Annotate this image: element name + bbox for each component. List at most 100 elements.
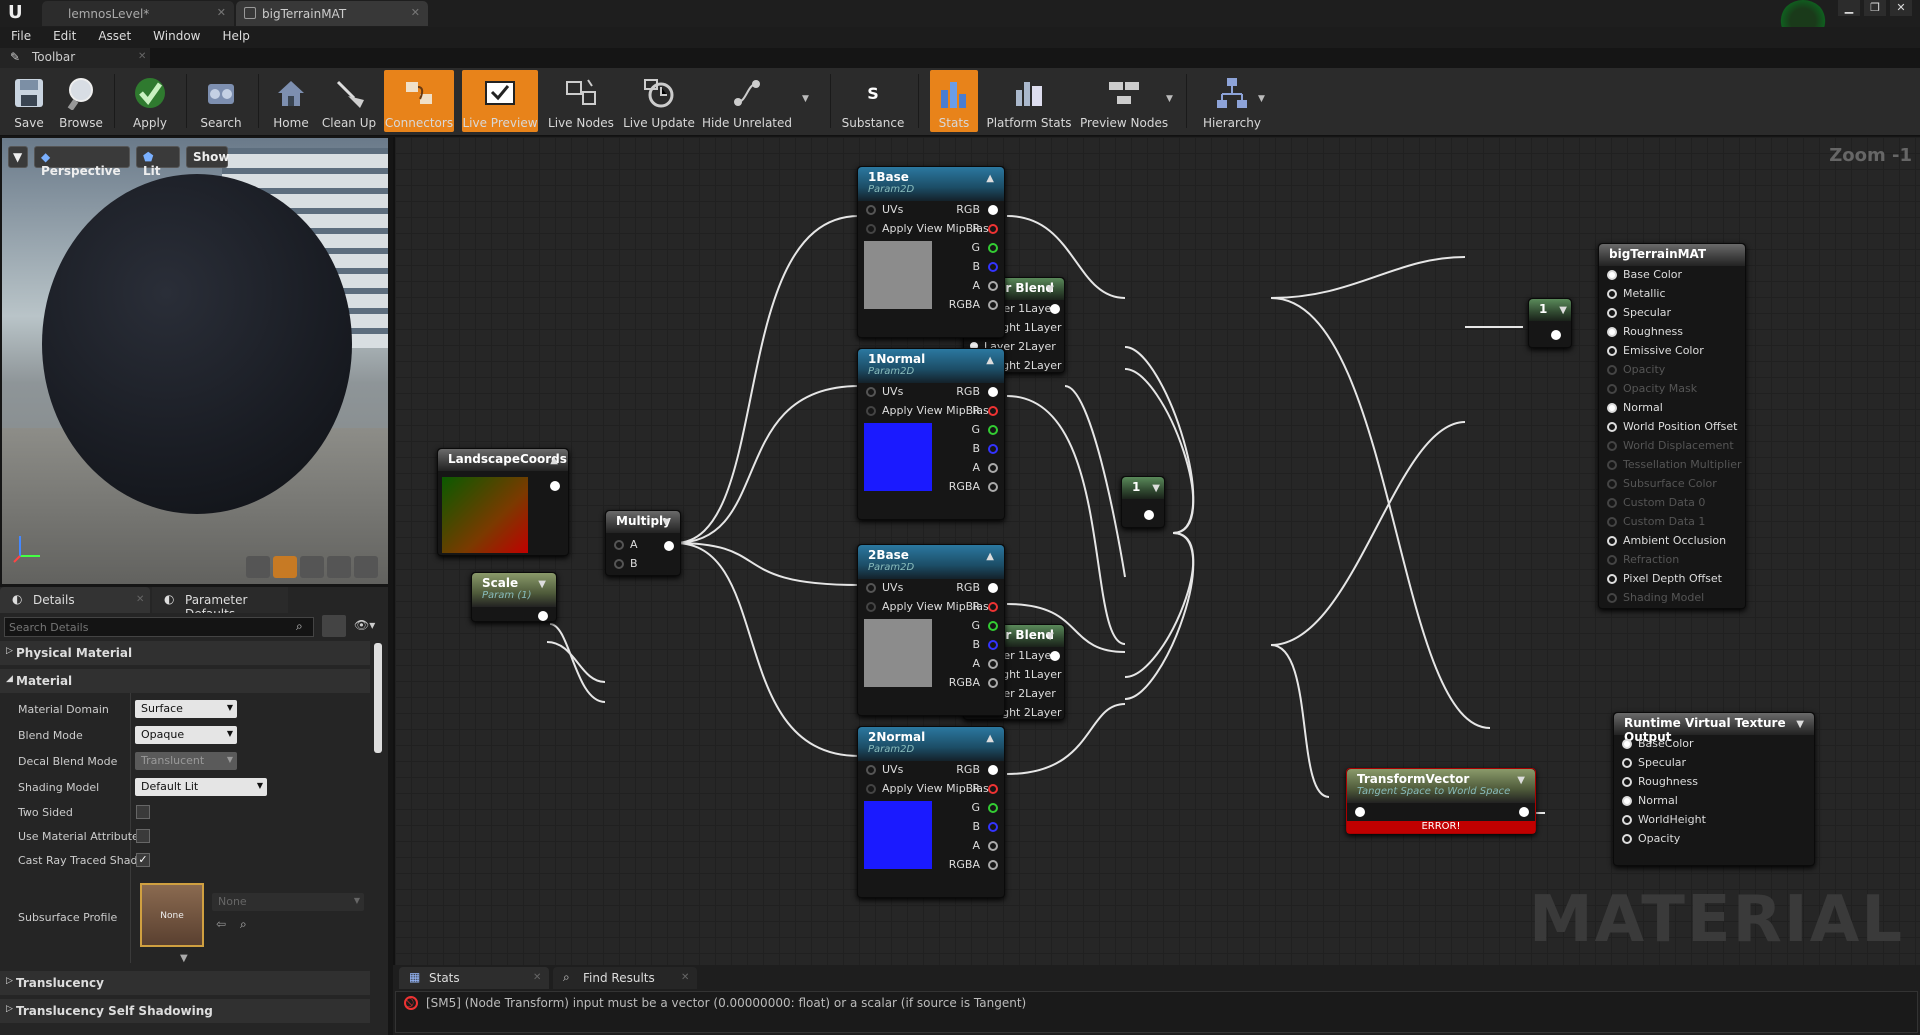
hierarchy-dropdown-icon[interactable]: ▼ [1258, 94, 1265, 104]
live-preview-button[interactable]: Live Preview [462, 70, 538, 132]
input-pin-uvs[interactable] [866, 205, 876, 215]
cylinder-shape-icon[interactable] [246, 556, 270, 578]
input-pin[interactable] [1355, 807, 1365, 817]
clean-up-button[interactable]: Clean Up [320, 70, 378, 132]
menu-help[interactable]: Help [222, 29, 250, 43]
browse-asset-icon[interactable]: ⌕ [240, 917, 247, 931]
subsurface-profile-select[interactable]: None [212, 893, 364, 911]
rvt-input-pin[interactable] [1622, 815, 1632, 825]
close-icon[interactable]: ✕ [138, 51, 147, 62]
output-pin-rgb[interactable] [988, 583, 998, 593]
material-input-pin[interactable] [1607, 498, 1617, 508]
category-physical-material[interactable]: ▷ Physical Material [0, 641, 370, 665]
output-pin-r[interactable] [988, 602, 998, 612]
output-pin-b[interactable] [988, 640, 998, 650]
output-pin[interactable] [538, 611, 548, 621]
input-pin-uvs[interactable] [866, 387, 876, 397]
rvt-input-pin[interactable] [1622, 739, 1632, 749]
material-input-pin[interactable] [1607, 270, 1617, 280]
sphere-shape-icon[interactable] [273, 556, 297, 578]
live-nodes-button[interactable]: Live Nodes [546, 70, 616, 132]
tab-big-terrain-mat[interactable]: bigTerrainMAT ✕ [236, 1, 428, 26]
material-input-pin[interactable] [1607, 327, 1617, 337]
hide-unrelated-dropdown-icon[interactable]: ▼ [802, 94, 809, 104]
multiply-node[interactable]: Multiply▼ A B [605, 510, 681, 576]
mesh-shape-icon[interactable] [354, 556, 378, 578]
tab-details[interactable]: ◐ Details ✕ [0, 587, 150, 613]
perspective-button[interactable]: ◆ Perspective [34, 146, 130, 178]
toolbar-panel-tab[interactable]: ✎ Toolbar ✕ [0, 48, 150, 68]
input-pin-mipbias[interactable] [866, 784, 876, 794]
hierarchy-button[interactable]: Hierarchy [1200, 70, 1264, 132]
category-translucency-self-shadowing[interactable]: ▷ Translucency Self Shadowing [0, 999, 370, 1023]
material-input-pin[interactable] [1607, 536, 1617, 546]
collapse-arrow-icon[interactable]: ▲ [986, 173, 994, 184]
material-input-pin[interactable] [1607, 574, 1617, 584]
input-pin-uvs[interactable] [866, 583, 876, 593]
tab-find-results[interactable]: ⌕ Find Results ✕ [553, 967, 697, 989]
rvt-input-pin[interactable] [1622, 796, 1632, 806]
output-pin-a[interactable] [988, 659, 998, 669]
input-pin-a[interactable] [614, 540, 624, 550]
output-pin-g[interactable] [988, 621, 998, 631]
preview-nodes-button[interactable]: Preview Nodes [1080, 70, 1168, 132]
output-pin[interactable] [550, 481, 560, 491]
menu-window[interactable]: Window [153, 29, 201, 43]
material-input-pin[interactable] [1607, 346, 1617, 356]
category-material[interactable]: ◢ Material [0, 669, 370, 693]
menu-asset[interactable]: Asset [98, 29, 132, 43]
search-details-input[interactable] [4, 617, 314, 637]
two-sided-checkbox[interactable] [136, 805, 150, 819]
save-button[interactable]: Save [6, 70, 52, 132]
subsurface-profile-thumbnail[interactable]: None [140, 883, 204, 947]
decal-blend-mode-select[interactable]: Translucent [135, 752, 237, 770]
constant-node-2[interactable]: 1▼ [1528, 298, 1572, 348]
material-input-pin[interactable] [1607, 422, 1617, 432]
menu-file[interactable]: File [11, 29, 32, 43]
input-pin[interactable] [970, 342, 978, 350]
eye-visibility-icon[interactable]: 👁▾ [354, 618, 376, 632]
scale-param-node[interactable]: Scale Param (1) ▼ [471, 572, 557, 622]
apply-button[interactable]: Apply [126, 70, 174, 132]
output-pin-a[interactable] [988, 463, 998, 473]
output-pin-a[interactable] [988, 281, 998, 291]
input-pin-mipbias[interactable] [866, 602, 876, 612]
close-icon[interactable]: ✕ [136, 594, 145, 605]
input-pin-b[interactable] [614, 559, 624, 569]
material-input-pin[interactable] [1607, 365, 1617, 375]
material-graph-canvas[interactable]: Zoom -1 MATERIAL LandscapeCoords▲ Scale … [393, 137, 1920, 965]
maximize-icon[interactable]: ❐ [1864, 0, 1886, 16]
close-icon[interactable]: ✕ [216, 6, 226, 19]
runtime-virtual-texture-output-node[interactable]: Runtime Virtual Texture Output▼ BaseColo… [1613, 712, 1815, 866]
material-input-pin[interactable] [1607, 384, 1617, 394]
collapse-arrow-icon[interactable]: ▼ [538, 579, 546, 590]
browse-button[interactable]: Browse [56, 70, 106, 132]
material-preview-viewport[interactable]: ▼ ◆ Perspective ⬟ Lit Show [2, 138, 388, 584]
output-pin-b[interactable] [988, 822, 998, 832]
output-pin-a[interactable] [988, 841, 998, 851]
close-icon[interactable]: ✕ [681, 972, 690, 983]
output-pin-r[interactable] [988, 224, 998, 234]
view-options-grid-icon[interactable] [322, 615, 346, 637]
input-pin-mipbias[interactable] [866, 406, 876, 416]
tab-lemnos-level[interactable]: lemnosLevel* ✕ [42, 1, 234, 26]
advanced-expand-icon[interactable]: ▼ [180, 953, 188, 964]
details-scrollbar[interactable] [374, 643, 382, 753]
output-pin[interactable] [1050, 304, 1060, 314]
close-window-icon[interactable]: ✕ [1890, 0, 1912, 16]
input-pin-mipbias[interactable] [866, 224, 876, 234]
output-pin-rgb[interactable] [988, 387, 998, 397]
collapse-arrow-icon[interactable]: ▲ [986, 733, 994, 744]
output-pin-b[interactable] [988, 262, 998, 272]
material-domain-select[interactable]: Surface [135, 700, 237, 718]
search-icon[interactable]: ⌕ [296, 619, 303, 633]
category-translucency[interactable]: ▷ Translucency [0, 971, 370, 995]
close-icon[interactable]: ✕ [533, 972, 542, 983]
output-pin-b[interactable] [988, 444, 998, 454]
tab-stats[interactable]: ▦ Stats ✕ [399, 967, 549, 989]
output-pin-rgba[interactable] [988, 300, 998, 310]
hide-unrelated-button[interactable]: Hide Unrelated [702, 70, 792, 132]
